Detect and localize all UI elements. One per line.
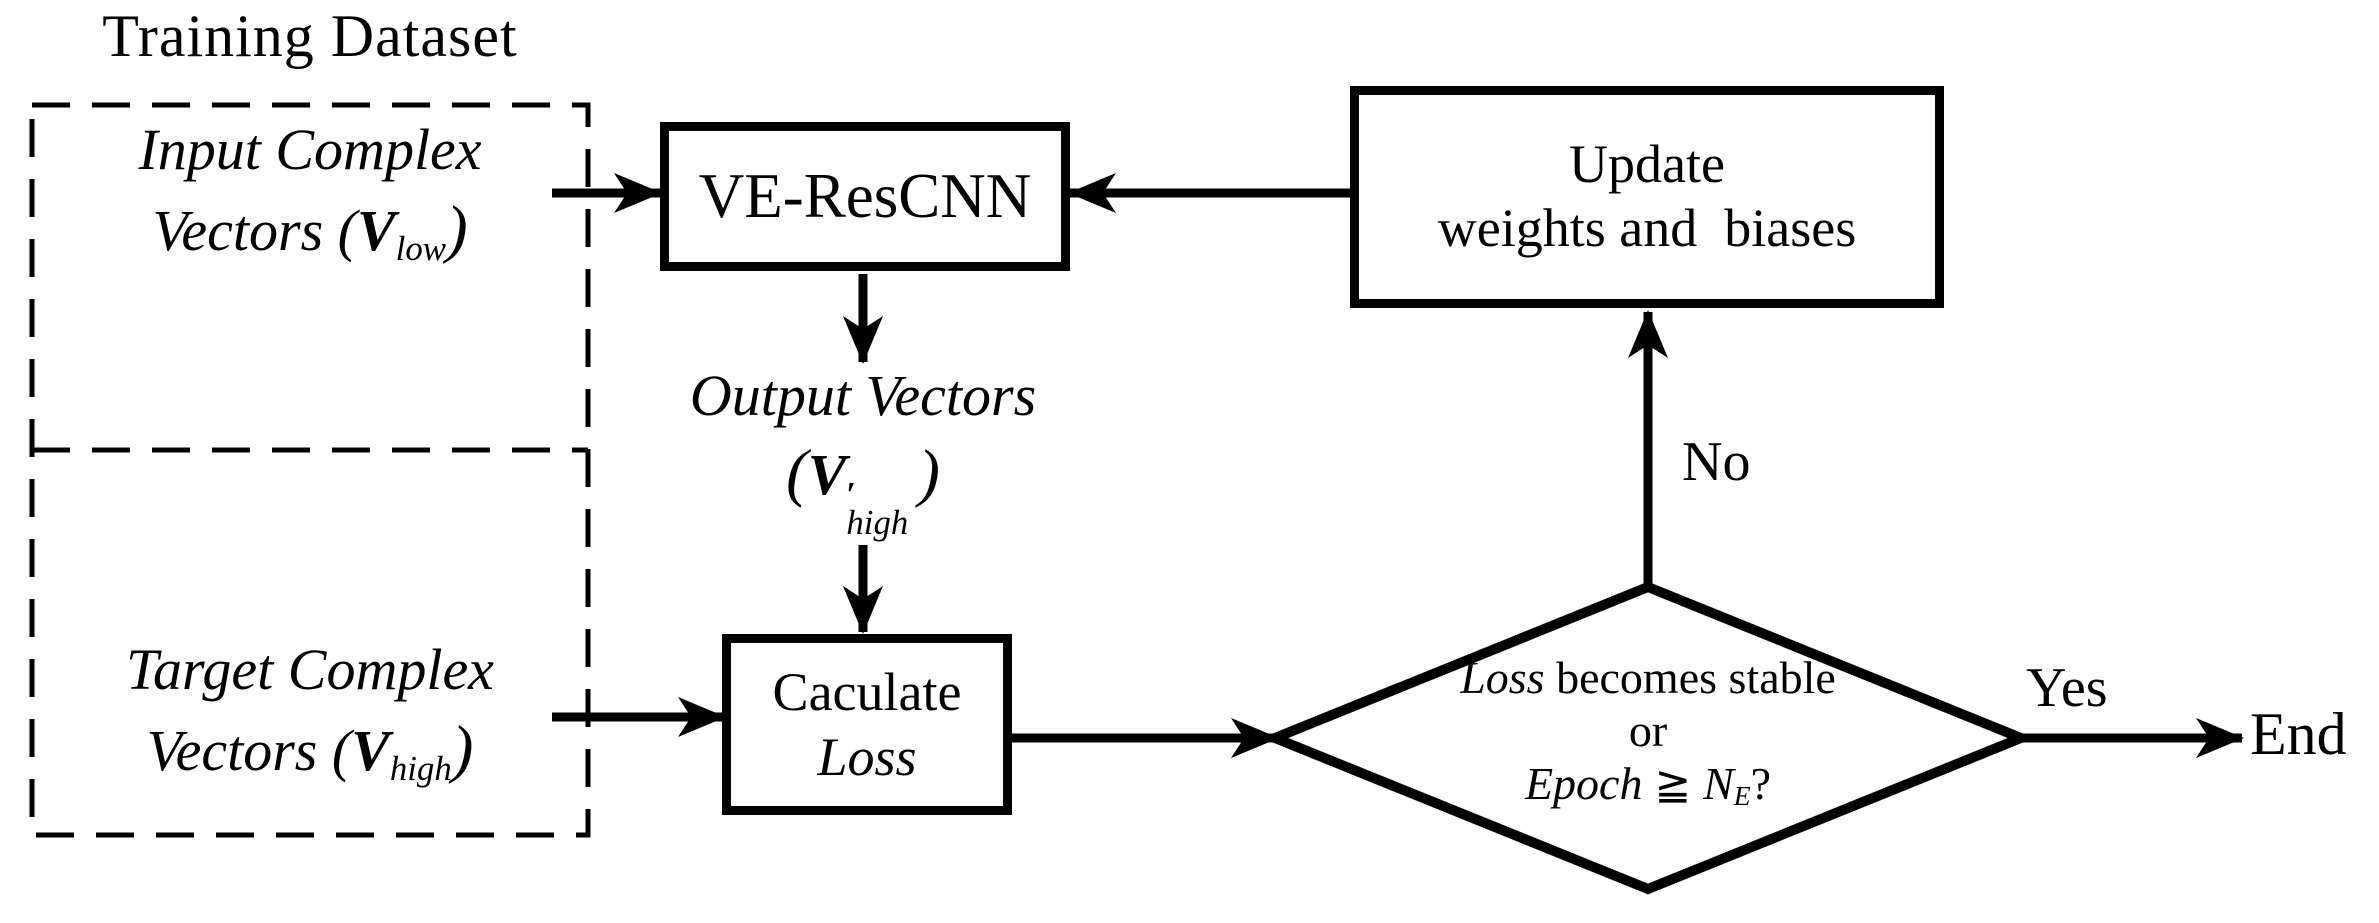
decision-line2: or — [1628, 704, 1668, 756]
output-vector-subscript: high — [846, 502, 909, 542]
target-complex-vectors-label: Target Complex Vectors (Vhigh) — [30, 632, 590, 792]
update-label-line2: weights and biases — [1437, 198, 1857, 258]
end-label: End — [2250, 701, 2347, 767]
output-vector-prime: ′ — [846, 474, 857, 514]
output-vectors-line1: Output Vectors — [689, 363, 1037, 428]
target-label-line1: Target Complex — [126, 637, 494, 702]
input-complex-vectors-label: Input Complex Vectors (Vlow) — [30, 112, 590, 272]
calculate-loss-line1: Caculate — [772, 661, 962, 722]
target-vector-subscript: high — [389, 749, 452, 789]
update-weights-node: Update weights and biases — [1350, 86, 1944, 308]
target-label-line2: Vectors (Vhigh) — [146, 713, 474, 789]
output-vector-symbol: V — [807, 441, 847, 507]
gte-operator: ≧ — [1654, 758, 1692, 810]
output-vectors-label: Output Vectors (V′high) — [598, 360, 1128, 542]
training-dataset-dashed-box — [29, 102, 591, 838]
calculate-loss-line2: Loss — [817, 726, 917, 787]
input-label-line2: Vectors (Vlow) — [152, 193, 468, 269]
output-vectors-line2: (V′high) — [786, 436, 940, 542]
target-vector-symbol: V — [351, 718, 390, 784]
no-edge-label: No — [1682, 431, 1751, 493]
decision-line3: Epoch≧NE? — [1524, 757, 1772, 811]
update-label-line1: Update — [1569, 134, 1725, 195]
ve-rescnn-label: VE-ResCNN — [698, 161, 1032, 231]
decision-line1: Loss becomes stable — [1460, 652, 1836, 703]
ve-rescnn-node: VE-ResCNN — [660, 122, 1070, 271]
yes-edge-label: Yes — [2026, 657, 2108, 719]
input-vector-symbol: V — [356, 198, 396, 264]
ne-subscript: E — [1733, 779, 1751, 811]
input-vector-subscript: low — [395, 229, 446, 269]
decision-diamond-text: Loss becomes stable or Epoch≧NE? — [1348, 652, 1948, 811]
input-label-line1: Input Complex — [138, 117, 482, 182]
calculate-loss-node: Caculate Loss — [722, 634, 1012, 815]
training-dataset-title: Training Dataset — [102, 3, 518, 69]
